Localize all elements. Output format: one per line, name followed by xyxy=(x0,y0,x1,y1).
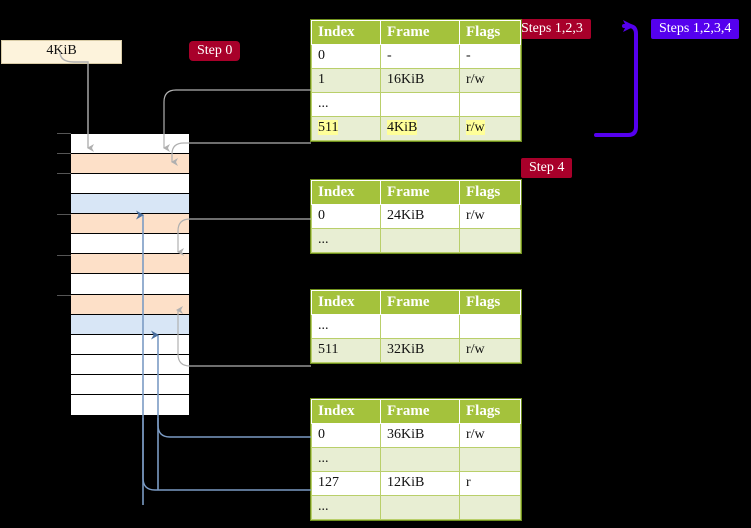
table-row: ... xyxy=(311,92,521,117)
physical-memory-grid xyxy=(70,133,190,416)
table-cell xyxy=(380,447,460,472)
column-header-frame: Frame xyxy=(380,290,460,315)
memory-frame-row xyxy=(71,334,189,355)
column-header-index: Index xyxy=(311,20,381,45)
memory-frame-row xyxy=(71,214,189,235)
table-cell: - xyxy=(380,44,460,69)
table-row: ... xyxy=(311,447,521,472)
kib-box: 4KiB xyxy=(1,40,122,64)
column-header-flags: Flags xyxy=(459,290,521,315)
table-cell: 127 xyxy=(311,471,381,496)
table-cell: 36KiB xyxy=(380,423,460,448)
table-cell: r/w xyxy=(459,116,521,141)
table-row: ... xyxy=(311,228,521,253)
memory-frame-row xyxy=(71,294,189,315)
table-cell: - xyxy=(459,44,521,69)
wire-t1r0-to-grid xyxy=(177,218,311,256)
table-cell: ... xyxy=(311,228,381,253)
table-cell: 511 xyxy=(311,116,381,141)
memory-frame-row xyxy=(71,194,189,215)
table-row: 0-- xyxy=(311,44,521,69)
memory-frame-row xyxy=(71,314,189,335)
wire-t0r511-to-grid xyxy=(171,142,311,166)
table-cell: 0 xyxy=(311,204,381,229)
grid-tick xyxy=(57,295,71,296)
table-cell: ... xyxy=(311,495,381,520)
memory-frame-row xyxy=(71,354,189,375)
badge-steps-1234: Steps 1,2,3,4 xyxy=(651,19,740,39)
column-header-index: Index xyxy=(311,399,381,424)
table-cell: 1 xyxy=(311,68,381,93)
column-header-index: Index xyxy=(311,290,381,315)
table-cell: ... xyxy=(311,92,381,117)
table-cell: 16KiB xyxy=(380,68,460,93)
kib-box-label: 4KiB xyxy=(46,43,77,58)
table-cell: ... xyxy=(311,447,381,472)
table-cell: 4KiB xyxy=(380,116,460,141)
table-cell: r xyxy=(459,471,521,496)
grid-tick xyxy=(57,153,71,154)
memory-frame-row xyxy=(71,394,189,415)
table-row: ... xyxy=(311,495,521,520)
column-header-flags: Flags xyxy=(459,399,521,424)
table-cell xyxy=(380,92,460,117)
table-cell: r/w xyxy=(459,68,521,93)
grid-tick xyxy=(57,255,71,256)
table-cell: 0 xyxy=(311,423,381,448)
column-header-frame: Frame xyxy=(380,180,460,205)
wire-t3r127-to-grid xyxy=(142,418,311,491)
arrow-steps-loop xyxy=(594,20,638,137)
table-cell: ... xyxy=(311,314,381,339)
table-cell: r/w xyxy=(459,338,521,363)
table-cell: 511 xyxy=(311,338,381,363)
table-cell xyxy=(459,447,521,472)
table-cell xyxy=(380,495,460,520)
column-header-flags: Flags xyxy=(459,20,521,45)
column-header-index: Index xyxy=(311,180,381,205)
table-cell: 32KiB xyxy=(380,338,460,363)
memory-frame-row xyxy=(71,134,189,155)
table-cell xyxy=(459,314,521,339)
grid-tick xyxy=(57,173,71,174)
memory-frame-row xyxy=(71,374,189,395)
wire-t2r511-to-grid xyxy=(176,306,311,367)
grid-tick xyxy=(57,133,71,134)
table-cell: 24KiB xyxy=(380,204,460,229)
table-cell xyxy=(459,495,521,520)
wire-t3r0-to-grid xyxy=(157,418,311,438)
table-cell: r/w xyxy=(459,423,521,448)
table-cell xyxy=(459,92,521,117)
grid-tick xyxy=(57,214,71,215)
table-cell xyxy=(380,228,460,253)
memory-frame-row xyxy=(71,174,189,195)
memory-frame-row xyxy=(71,234,189,255)
memory-frame-row xyxy=(71,254,189,275)
memory-frame-row xyxy=(71,274,189,295)
badge-steps-123: Steps 1,2,3 xyxy=(513,19,591,39)
table-cell: r/w xyxy=(459,204,521,229)
badge-step-4: Step 4 xyxy=(521,158,573,178)
table-cell: 12KiB xyxy=(380,471,460,496)
table-cell xyxy=(380,314,460,339)
column-header-flags: Flags xyxy=(459,180,521,205)
column-header-frame: Frame xyxy=(380,20,460,45)
memory-frame-row xyxy=(71,154,189,175)
column-header-frame: Frame xyxy=(380,399,460,424)
table-row: ... xyxy=(311,314,521,339)
badge-step-0: Step 0 xyxy=(189,41,241,61)
table-cell: 0 xyxy=(311,44,381,69)
table-cell xyxy=(459,228,521,253)
